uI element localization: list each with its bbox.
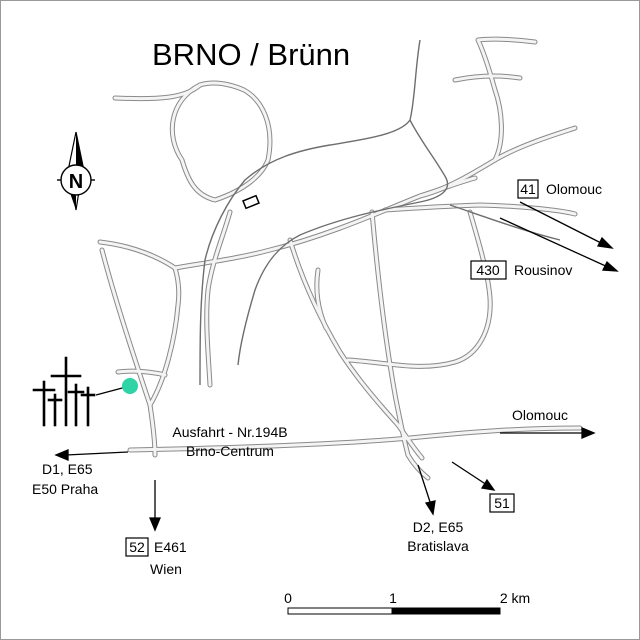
route-430-number: 430 xyxy=(476,262,500,278)
olomouc-label-east: Olomouc xyxy=(512,407,568,423)
rail-line-center xyxy=(237,119,449,366)
rail-lines xyxy=(199,39,561,386)
route-51-shield xyxy=(489,493,515,513)
exit-label-number: Ausfahrt - Nr.194B xyxy=(172,424,287,440)
scale-tick-1: 1 xyxy=(389,590,397,606)
scale-segment-dark xyxy=(391,607,501,615)
bratislava-line-2: Bratislava xyxy=(407,538,469,554)
route-52-shield xyxy=(125,537,149,557)
wien-label: Wien xyxy=(150,561,182,577)
scale-bar: 0 1 2 km xyxy=(284,590,530,615)
bratislava-line-1: D2, E65 xyxy=(413,519,464,535)
route-430-shield xyxy=(470,260,507,280)
praha-line-1: D1, E65 xyxy=(42,461,93,477)
rousinov-label: Rousinov xyxy=(514,262,572,278)
scale-tick-0: 0 xyxy=(284,590,292,606)
north-arrow-icon: N xyxy=(57,131,95,211)
direction-arrows xyxy=(54,201,619,532)
station-marker xyxy=(242,194,260,210)
exit-label-name: Brno-Centrum xyxy=(186,443,274,459)
olomouc-label-north: Olomouc xyxy=(546,181,602,197)
north-letter: N xyxy=(69,171,83,193)
location-dot[interactable] xyxy=(122,378,138,394)
route-51-number: 51 xyxy=(494,495,510,511)
crosses-icon xyxy=(32,356,96,427)
map-title: BRNO / Brünn xyxy=(152,37,350,72)
rail-line-east xyxy=(449,204,561,241)
scale-segment-light xyxy=(287,607,393,615)
road-network xyxy=(97,36,583,481)
route-52-number: 52 xyxy=(129,539,145,555)
scale-tick-2: 2 km xyxy=(500,590,530,606)
praha-line-2: E50 Praha xyxy=(32,481,98,497)
cemetery-pointer xyxy=(95,386,127,396)
route-41-number: 41 xyxy=(520,181,536,197)
route-e461-label: E461 xyxy=(154,539,187,555)
roads-fill xyxy=(98,37,582,480)
route-41-shield xyxy=(517,179,539,199)
rail-line-west xyxy=(199,39,421,386)
